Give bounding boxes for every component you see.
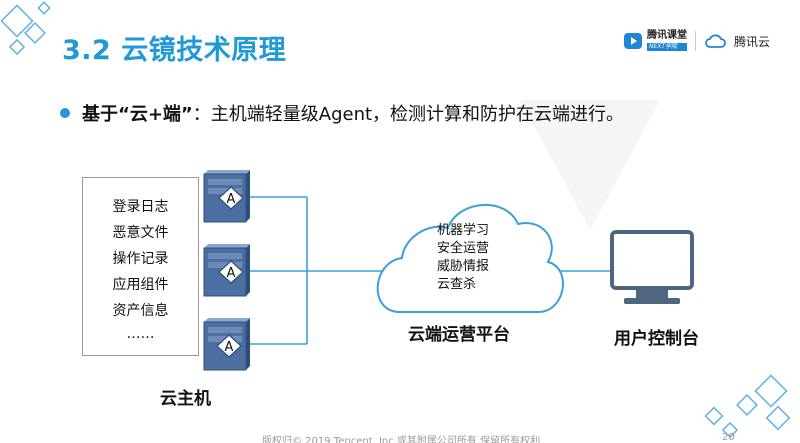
slide-title: 3.2 云镜技术原理 [62, 35, 287, 66]
agent-a-label: A [227, 192, 236, 207]
cloud-service-item: 威胁情报 [437, 259, 490, 274]
cloud-service-list: 机器学习 安全运营 威胁情报 云查杀 [437, 222, 489, 294]
logo-separator [694, 31, 696, 51]
list-item: …… [126, 326, 155, 342]
bullet-text: ：主机端轻量级Agent，检测计算和防护在云端进行。 [192, 104, 625, 125]
list-item: 恶意文件 [112, 225, 169, 241]
agent-a-label: A [225, 340, 234, 355]
play-icon [623, 33, 642, 49]
decor-diamonds-top-left [0, 1, 51, 56]
cloud-service-item: 安全运营 [437, 241, 490, 256]
list-item: 资产信息 [112, 303, 169, 319]
cloud-service-item: 云查杀 [437, 277, 477, 292]
copyright-footer: 版权归© 2019 Tencent. Inc 或其附属公司所有 保留所有权利 [262, 436, 541, 443]
ketang-logo-text: 腾讯课堂 [646, 30, 687, 41]
list-item: 应用组件 [112, 277, 169, 293]
cloud-service-item: 机器学习 [437, 223, 490, 238]
cloud-platform-label: 云端运营平台 [408, 325, 510, 345]
decor-watermark-chevron [520, 100, 660, 230]
host-data-list: 登录日志 恶意文件 操作记录 应用组件 资产信息 …… [82, 177, 199, 356]
ketang-logo-sub: NEXT学院 [646, 43, 687, 51]
agent-a-label: A [227, 266, 236, 281]
user-console-label: 用户控制台 [614, 329, 699, 349]
bullet-point: 基于“云+端”：主机端轻量级Agent，检测计算和防护在云端进行。 [60, 100, 624, 126]
server-3-icon [203, 318, 250, 371]
bullet-bold-text: 基于“云+端” [82, 104, 193, 125]
decor-diamonds-bottom-right [704, 374, 791, 439]
tencent-cloud-icon [705, 34, 726, 48]
list-item: 操作记录 [112, 251, 169, 267]
cloud-shape [376, 203, 564, 313]
bullet-dot-icon [60, 108, 70, 118]
list-item: 登录日志 [112, 199, 169, 215]
monitor-icon [610, 230, 694, 304]
tencent-cloud-logo-text: 腾讯云 [733, 34, 770, 49]
cloud-host-label: 云主机 [160, 389, 211, 409]
tencent-ketang-logo: 腾讯课堂 NEXT学院 [623, 31, 687, 51]
page-number: 20 [722, 432, 735, 443]
brand-logos: 腾讯课堂 NEXT学院 腾讯云 [623, 28, 770, 54]
server-1-icon [203, 170, 250, 223]
server-2-icon [203, 244, 250, 297]
